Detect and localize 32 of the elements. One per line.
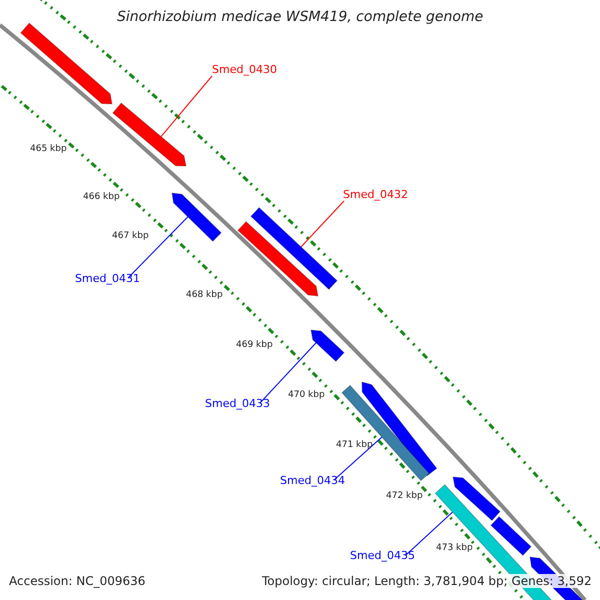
gene-feature <box>310 330 345 362</box>
scale-label: 471 kbp <box>336 440 373 451</box>
gene-label: Smed_0434 <box>280 474 345 488</box>
leader-line <box>128 216 188 278</box>
leader-line <box>406 512 453 556</box>
footer-text: Accession: NC_009636 <box>9 574 146 588</box>
gene-label: Smed_0432 <box>343 188 408 202</box>
gene-label: Smed_0431 <box>75 272 140 286</box>
leader-line <box>300 200 344 248</box>
scale-label: 470 kbp <box>288 390 325 401</box>
scale-label: 473 kbp <box>436 543 473 554</box>
scale-label: 466 kbp <box>83 192 120 203</box>
gene-feature <box>112 102 186 166</box>
leader-line <box>334 436 382 480</box>
footer-text: Topology: circular; Length: 3,781,904 bp; Genes: 3,592 <box>262 574 592 588</box>
leader-line <box>160 76 212 138</box>
gene-feature <box>250 207 338 290</box>
gene-feature <box>452 476 501 522</box>
leader-line <box>260 342 316 404</box>
gene-label: Smed_0435 <box>350 549 415 562</box>
gene-feature <box>237 221 318 296</box>
gene-label: Smed_0433 <box>205 397 270 410</box>
diagram-title: Sinorhizobium medicae WSM419, complete genome <box>117 9 484 26</box>
scale-label: 469 kbp <box>236 340 273 351</box>
gene-feature <box>172 192 222 242</box>
scale-label: 472 kbp <box>386 491 423 502</box>
gene-label: Smed_0430 <box>212 63 277 76</box>
scale-label: 468 kbp <box>186 290 223 301</box>
gene-feature <box>490 516 532 556</box>
scale-label: 465 kbp <box>30 144 67 155</box>
gene-feature <box>20 22 112 104</box>
scale-label: 467 kbp <box>112 231 149 242</box>
